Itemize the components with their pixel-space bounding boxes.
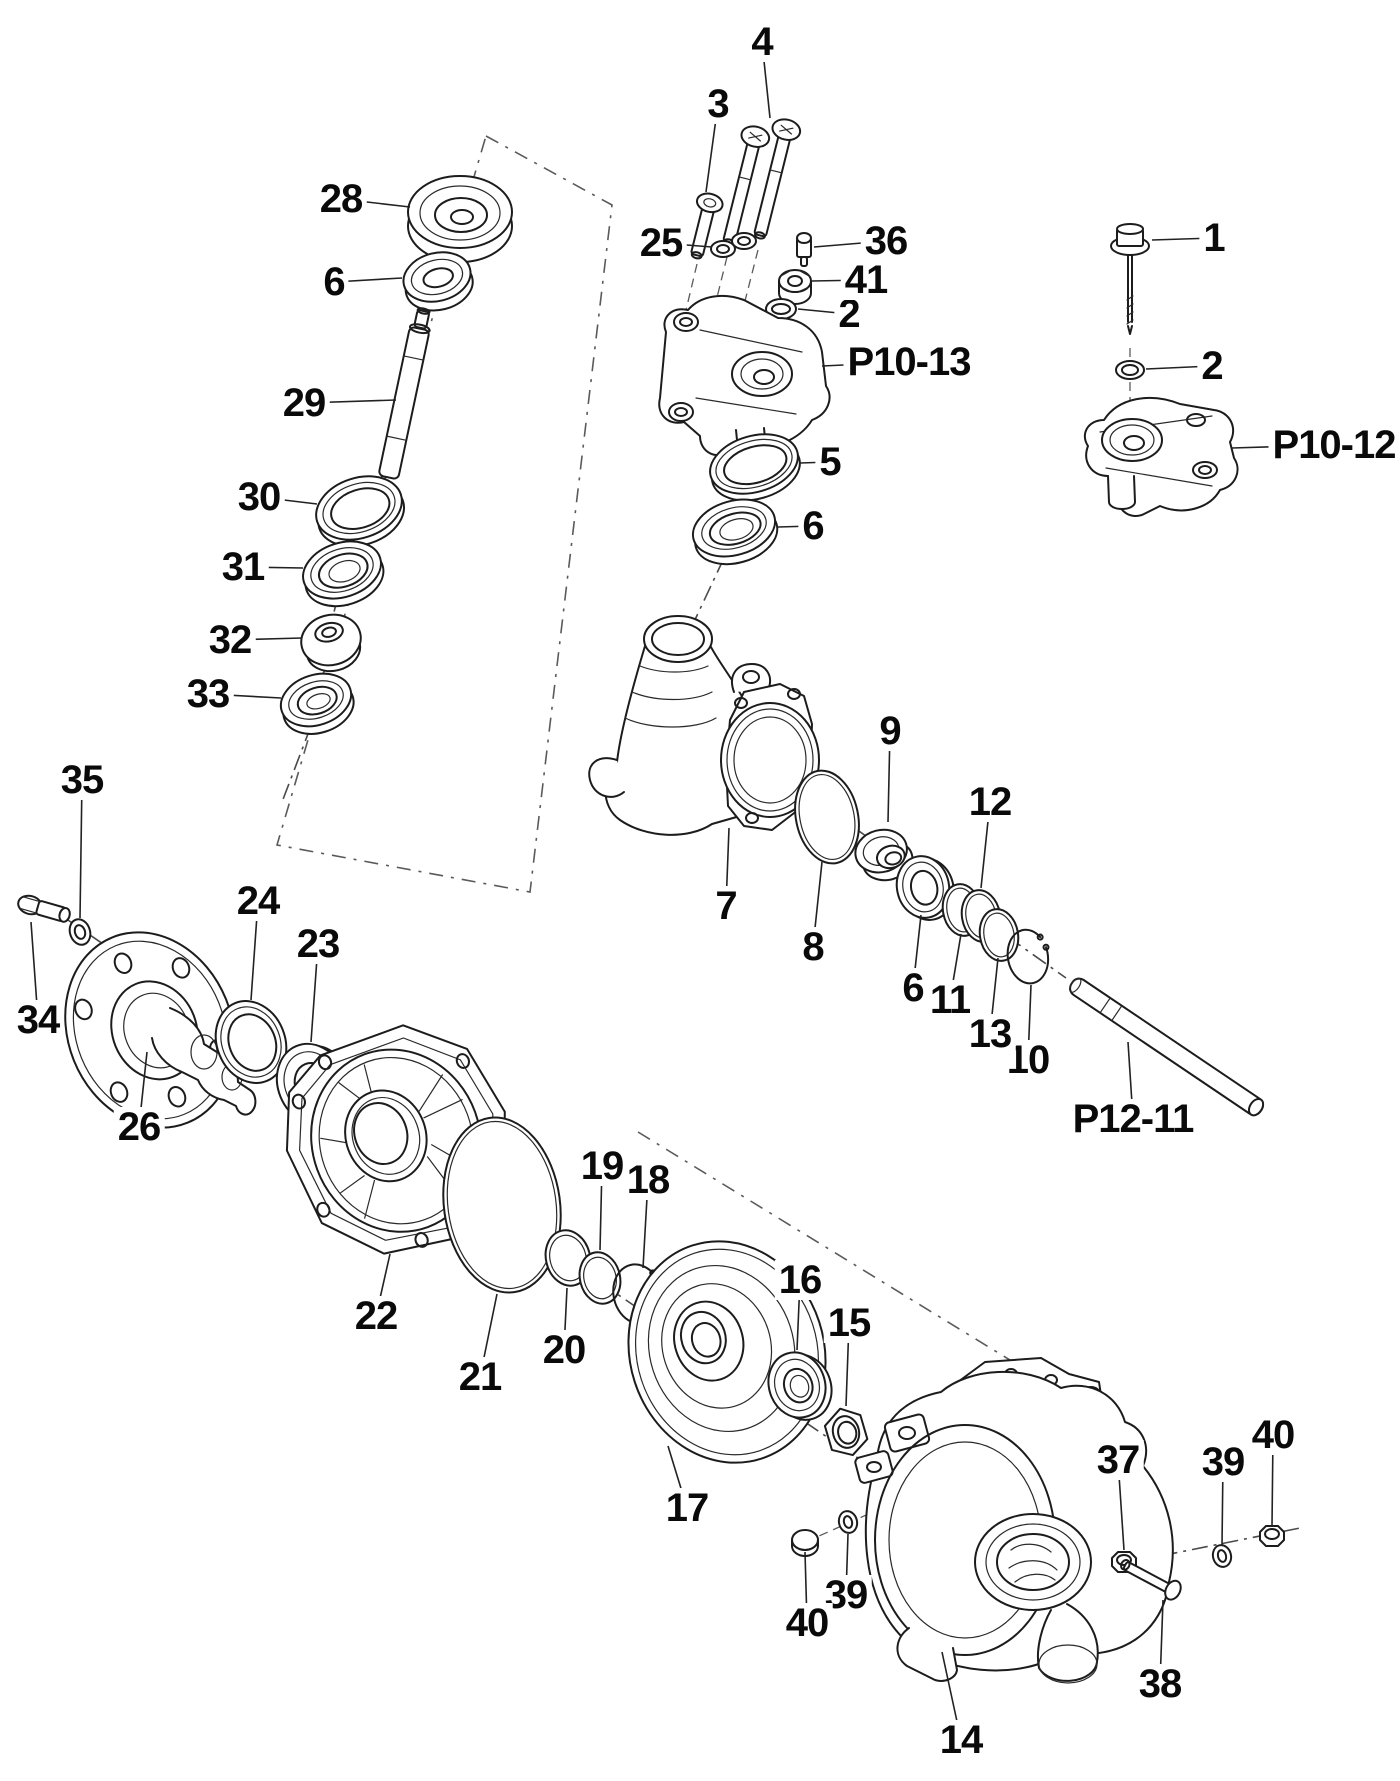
part-nut-40b (1259, 1525, 1285, 1547)
callout-label-32-bushing: 32 (204, 620, 256, 660)
callout-label-16-bearing: 16 (774, 1260, 826, 1300)
callout-label-2a-o-ring: 2 (834, 294, 864, 334)
callout-label-31-bearing: 31 (217, 547, 269, 587)
callout-label-13-shim-ring: 13 (964, 1014, 1016, 1054)
part-washer-39a (837, 1510, 859, 1534)
callout-label-14-pump-housing: 14 (935, 1720, 987, 1760)
part-washer-39b (1211, 1544, 1233, 1568)
callout-label-21-o-ring-large: 21 (454, 1357, 506, 1397)
callout-label-34-hex-bolt: 34 (12, 1000, 64, 1040)
callout-label-P10-13-bracket-assembly: P10-13 (843, 342, 975, 382)
callout-label-8-o-ring-large: 8 (798, 927, 828, 967)
part-bearing-cover-22 (285, 1024, 508, 1255)
callout-label-39b-washer: 39 (1197, 1442, 1249, 1482)
part-bolt-38 (1120, 1559, 1182, 1601)
callout-label-P12-11-drive-shaft: P12-11 (1068, 1099, 1198, 1139)
callout-label-28-pulley-hub: 28 (315, 179, 367, 219)
part-o-ring-2b (1115, 360, 1145, 380)
callout-label-20-shim-ring: 20 (538, 1330, 590, 1370)
callout-label-2b-o-ring: 2 (1197, 346, 1227, 386)
part-bearing-6b (691, 498, 779, 566)
part-seal-cap-9 (854, 828, 914, 882)
part-pulley-28 (407, 175, 513, 263)
part-nut-37 (1111, 1551, 1137, 1573)
callout-label-6a-bearing: 6 (319, 262, 349, 302)
callout-label-40a-cap-plug: 40 (781, 1603, 833, 1643)
callout-label-4-socket-bolt-pair: 4 (747, 22, 777, 62)
callout-label-9-seal-cap: 9 (875, 711, 905, 751)
callout-label-25-washer-pair: 25 (635, 223, 687, 263)
callout-label-29-input-shaft: 29 (278, 383, 330, 423)
part-bearing-33 (279, 672, 355, 735)
part-plug-40a (791, 1529, 819, 1557)
callout-label-P10-12-bracket-assembly: P10-12 (1268, 425, 1400, 465)
part-seal-30 (315, 475, 406, 548)
callout-label-41-breather-plug: 41 (840, 260, 892, 300)
callout-label-5-seal-ring: 5 (815, 442, 845, 482)
part-bolt-1 (1110, 223, 1150, 335)
dashed-boundary-box (275, 134, 613, 893)
part-seal-24 (214, 1000, 288, 1084)
callout-label-3-socket-bolt: 3 (703, 84, 733, 124)
part-snap-ring-10 (1006, 928, 1050, 985)
part-bearing-housing-7 (588, 615, 820, 836)
callout-label-35-washer: 35 (56, 760, 108, 800)
callout-label-23-bearing: 23 (292, 924, 344, 964)
callout-label-33-bearing: 33 (182, 674, 234, 714)
part-shaft-29 (378, 307, 431, 480)
part-o-ring-8 (794, 769, 860, 865)
part-bearing-6a (402, 251, 474, 312)
callout-label-6b-bearing: 6 (798, 506, 828, 546)
callout-label-18-snap-ring: 18 (622, 1160, 674, 1200)
part-bushing-32 (300, 613, 362, 673)
part-nut-15 (823, 1407, 869, 1457)
part-bolt-4-second (753, 118, 802, 240)
callout-label-24-seal-ring: 24 (232, 881, 284, 921)
callout-label-36-dowel-pin: 36 (860, 221, 912, 261)
part-bolt-3 (690, 192, 724, 260)
callout-label-6c-bearing: 6 (898, 968, 928, 1008)
callout-label-12-shim-ring: 12 (964, 782, 1016, 822)
part-pin-36 (796, 232, 812, 267)
callout-label-11-shim-ring: 11 (925, 980, 975, 1020)
part-o-ring-21 (442, 1116, 562, 1294)
part-bearing-31 (302, 540, 385, 608)
part-seal-5 (709, 433, 801, 502)
callout-label-40b-hex-nut: 40 (1247, 1415, 1299, 1455)
part-bolt-34 (17, 894, 71, 923)
part-washers-25 (710, 232, 757, 258)
callout-label-17-pulley-disc: 17 (661, 1488, 713, 1528)
part-o-ring-2a (765, 298, 797, 320)
part-washer-35 (68, 918, 92, 946)
callout-label-37-hex-nut: 37 (1092, 1440, 1144, 1480)
part-bracket-p10-12 (1083, 397, 1239, 517)
callout-label-30-seal-ring: 30 (233, 477, 285, 517)
callout-label-1-flange-bolt: 1 (1199, 218, 1229, 258)
callout-label-19-shim-ring: 19 (576, 1146, 628, 1186)
part-hub-flange-26 (64, 931, 257, 1129)
callout-label-26-hub-flange: 26 (113, 1107, 165, 1147)
part-bearing-16 (767, 1351, 833, 1421)
part-shaft-p12-11 (1069, 977, 1265, 1117)
callout-label-7-bearing-housing: 7 (711, 886, 741, 926)
part-bearing-6c (895, 855, 955, 921)
callout-label-22-bearing-cover: 22 (350, 1296, 402, 1336)
dashed-boundary-line (637, 1131, 1081, 1404)
callout-label-15-hex-nut: 15 (823, 1303, 875, 1343)
callout-label-38-hex-bolt: 38 (1134, 1664, 1186, 1704)
leader-line-35 (79, 779, 83, 919)
